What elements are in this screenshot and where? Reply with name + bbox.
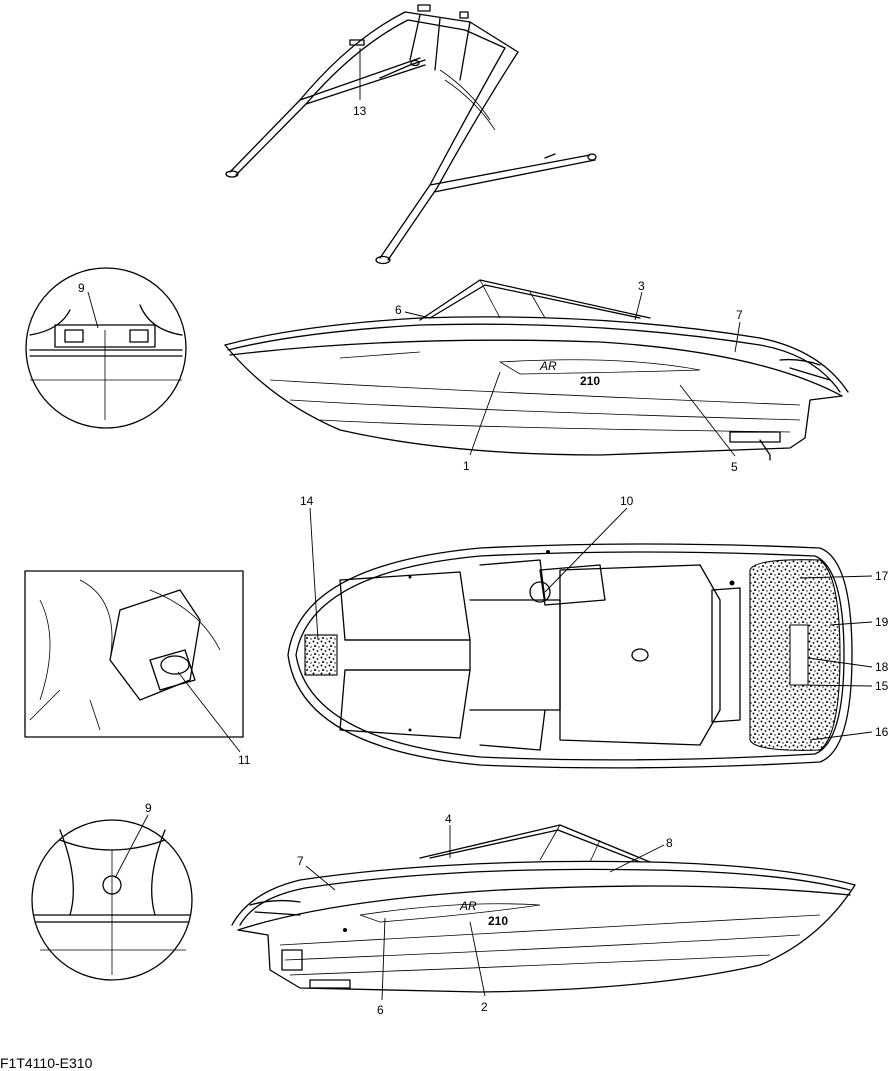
callout-13: 13 — [353, 104, 367, 118]
boat-side-view-top — [224, 279, 849, 461]
leader-6-bottom — [381, 917, 386, 1001]
leader-1 — [469, 371, 501, 456]
callout-1: 1 — [463, 459, 470, 473]
callout-6-top: 6 — [395, 303, 402, 317]
detail-view-transom-emblem — [31, 819, 193, 981]
leader-6-top — [404, 311, 431, 319]
leader-10 — [544, 507, 628, 593]
hull-number-mark-bottom: 210 — [488, 914, 508, 928]
leader-18 — [807, 657, 873, 668]
detail-view-bow-emblem — [25, 267, 187, 429]
detail-view-control-panel — [24, 570, 244, 738]
callout-5: 5 — [731, 460, 738, 474]
leader-11 — [177, 671, 241, 753]
leader-15 — [799, 684, 873, 687]
leader-17 — [799, 575, 873, 579]
boat-side-view-bottom — [231, 824, 856, 993]
callout-2: 2 — [481, 1000, 488, 1014]
callout-3: 3 — [638, 279, 645, 293]
callout-14: 14 — [300, 494, 314, 508]
leader-7-bottom — [305, 865, 336, 891]
leader-2 — [469, 921, 486, 997]
callout-8: 8 — [666, 836, 673, 850]
hull-number-mark-top: 210 — [580, 374, 600, 388]
hull-model-mark-bottom: AR — [459, 899, 477, 913]
callout-11: 11 — [238, 753, 251, 767]
leader-14 — [309, 507, 319, 641]
callout-19: 19 — [875, 615, 889, 629]
callout-6-bottom: 6 — [377, 1003, 384, 1017]
callout-17: 17 — [875, 569, 889, 583]
hull-model-mark-top: AR — [539, 359, 557, 373]
leader-9-top — [87, 291, 99, 329]
wakeboard-tower — [225, 4, 597, 265]
leader-19 — [829, 621, 873, 626]
callout-16: 16 — [875, 725, 889, 739]
leader-9-bottom — [114, 814, 149, 879]
callout-4: 4 — [445, 812, 452, 826]
callout-7-bottom: 7 — [297, 854, 304, 868]
diagram-code: F1T4110-E310 — [0, 1055, 93, 1071]
callout-9-top: 9 — [78, 281, 85, 295]
leader-5 — [679, 384, 736, 457]
leader-7-top — [734, 321, 741, 353]
callout-9-bottom: 9 — [145, 801, 152, 815]
callout-10: 10 — [620, 494, 634, 508]
boat-top-view — [287, 543, 853, 769]
leader-16 — [809, 731, 873, 741]
callout-18: 18 — [875, 660, 889, 674]
leader-8 — [609, 844, 665, 873]
callout-15: 15 — [875, 679, 889, 693]
leader-3 — [634, 291, 643, 321]
callout-7-top: 7 — [736, 308, 743, 322]
